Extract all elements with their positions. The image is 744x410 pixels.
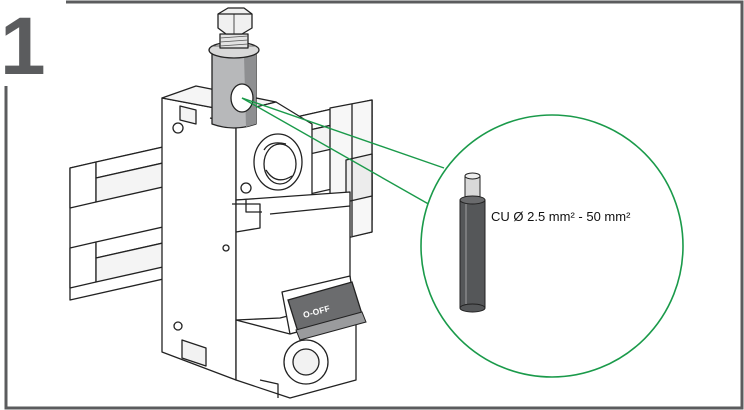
terminal-clamp-screw-icon <box>208 7 260 129</box>
copper-wire-icon <box>459 172 486 313</box>
wire-callout-circle <box>420 114 684 378</box>
callout-leader-lines <box>241 97 445 207</box>
step-number: 1 <box>0 1 46 92</box>
wire-spec-label: CU Ø 2.5 mm² - 50 mm² <box>491 209 631 224</box>
frame-border <box>4 0 744 410</box>
switch-handle: O-OFF <box>287 281 367 341</box>
